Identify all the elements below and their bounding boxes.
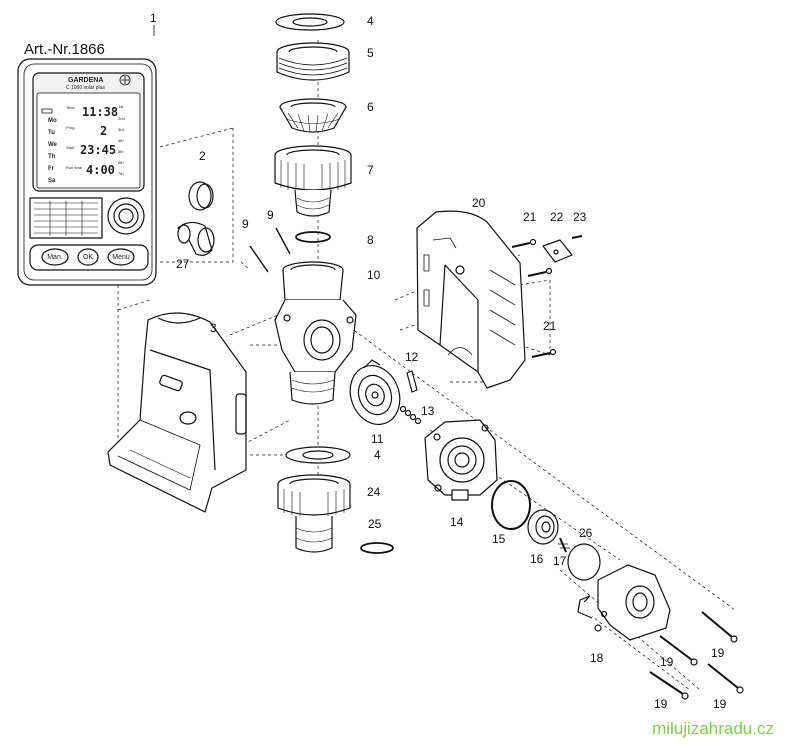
prog-value: 2: [100, 124, 108, 138]
hose-connector-drawing: [277, 474, 351, 553]
threaded-adapter-drawing: [276, 42, 350, 81]
ring-15-drawing: [491, 480, 531, 530]
part-label: 20: [472, 196, 486, 210]
side-label: 7th: [118, 171, 124, 176]
part-label: 13: [421, 404, 435, 418]
part-label: 19: [711, 646, 725, 660]
side-label: 1st: [118, 104, 124, 109]
plunger-16-drawing: [527, 509, 559, 545]
side-label: 5th: [118, 149, 124, 154]
time-value: 11:38: [82, 105, 119, 119]
day-label: We: [48, 142, 57, 148]
part-label: 14: [450, 515, 464, 529]
row-label-prog: Prog.: [66, 125, 76, 130]
side-label: 2nd: [118, 116, 125, 121]
screws-21-drawing: [511, 238, 557, 358]
start-value: 23:45: [80, 143, 117, 157]
man-button: Man.: [47, 254, 63, 261]
part-label: 8: [367, 233, 374, 247]
part-label: 4: [367, 14, 374, 28]
part-label: 19: [660, 655, 674, 669]
part-label: 22: [550, 210, 564, 224]
part-label: 24: [367, 485, 381, 499]
part-label: 9: [242, 217, 249, 231]
washer-lower-drawing: [285, 446, 351, 464]
cap-26-drawing: [567, 543, 601, 581]
day-label: Th: [48, 154, 56, 160]
ok-button: OK: [82, 254, 94, 261]
part-label: 10: [367, 268, 381, 282]
ring-2-drawing: [188, 181, 214, 211]
part-label: 2: [199, 149, 206, 163]
part-label: 21: [543, 319, 557, 333]
article-number: Art.-Nr.1866: [24, 41, 105, 58]
elbow-27-drawing: [177, 221, 215, 256]
part-label: 5: [367, 46, 374, 60]
part-label: 15: [492, 532, 506, 546]
runtime-value: 4:00: [86, 163, 115, 177]
side-label: 4th: [118, 138, 124, 143]
wall-bracket-drawing: [107, 312, 247, 513]
spring-17-drawing: [558, 537, 570, 553]
row-label-time: Time: [66, 105, 75, 110]
part-label: 26: [579, 526, 593, 540]
o-ring-drawing: [295, 231, 331, 243]
day-label: Sa: [48, 178, 56, 184]
screws-19-drawing: [649, 611, 744, 700]
part-label: 17: [553, 554, 567, 568]
menu-button: Menu: [112, 254, 130, 261]
part-label: 25: [368, 517, 382, 531]
part-label: 11: [371, 432, 384, 446]
device-brand: GARDENA: [68, 77, 104, 84]
o-ring-25-drawing: [360, 542, 394, 554]
filter-drawing: [279, 98, 347, 133]
part-label: 19: [713, 697, 727, 711]
part-label: 19: [654, 697, 668, 711]
day-label: Fr: [48, 166, 54, 172]
part-label: 9: [267, 208, 274, 222]
part-label: 1: [150, 11, 157, 25]
part-label: 27: [176, 257, 190, 271]
day-label: Tu: [48, 130, 55, 136]
day-label: Mo: [48, 118, 57, 124]
part-label: 3: [210, 321, 217, 335]
spring-13-drawing: [399, 405, 422, 425]
part-label: 12: [405, 350, 419, 364]
part-label: 7: [367, 163, 374, 177]
valve-body-drawing: [274, 261, 357, 405]
side-label: 3rd: [118, 127, 124, 132]
part-label: 21: [523, 210, 537, 224]
membrane-11-drawing: [349, 359, 401, 425]
side-label: 6th: [118, 160, 124, 165]
housing-20-drawing: [416, 210, 526, 389]
row-label-runtime: Run time: [66, 165, 83, 170]
row-label-start: Start: [66, 145, 75, 150]
tap-connector-drawing: [274, 145, 352, 217]
part-label: 4: [374, 448, 381, 462]
valve-head-14-drawing: [424, 419, 498, 501]
site-watermark: milujizahradu.cz: [652, 719, 774, 738]
part-label: 18: [590, 651, 604, 665]
controller-unit-drawing: [17, 25, 157, 286]
part-label: 6: [367, 100, 374, 114]
part-label: 16: [530, 552, 544, 566]
solenoid-18-drawing: [577, 564, 671, 641]
screw-23-drawing: [571, 235, 583, 239]
plate-22-drawing: [542, 239, 573, 263]
washer-top-drawing: [275, 13, 345, 31]
screw-12-drawing: [406, 370, 418, 393]
part-label: 23: [573, 210, 587, 224]
device-model: C 1060 solar plus: [66, 85, 105, 91]
pin-drawings: [249, 227, 291, 273]
